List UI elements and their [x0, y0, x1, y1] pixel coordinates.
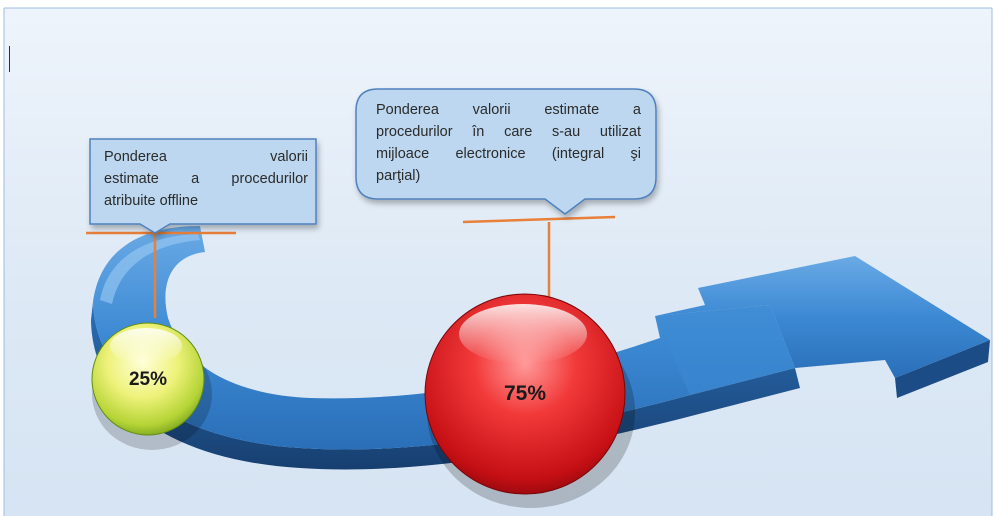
- callout-right-line-4: parţial): [376, 168, 421, 184]
- callout-left-line-1: Ponderea valorii: [104, 149, 308, 165]
- arrow-highlight: [100, 234, 200, 304]
- red-ball: [424, 293, 635, 508]
- callout-right: [355, 88, 657, 215]
- callout-right-text: Ponderea valorii estimate a procedurilor…: [376, 99, 641, 187]
- arrow-head: [655, 256, 990, 378]
- arrow-head-side: [895, 340, 990, 398]
- arrow-head-front: [655, 305, 795, 395]
- callout-left-line-3: atribuite offline: [104, 193, 199, 209]
- callout-right-line-2: procedurilor în care s-au utilizat: [376, 124, 641, 140]
- callout-left-text: Ponderea valorii estimate a procedurilor…: [104, 146, 308, 212]
- callout-left: [89, 138, 317, 234]
- right-connector-bar: [462, 215, 616, 224]
- callout-left-line-2: estimate a procedurilor: [104, 171, 308, 187]
- green-ball: [91, 322, 212, 450]
- right-percentage-label: 75%: [503, 382, 547, 405]
- left-percentage-label: 25%: [128, 369, 168, 390]
- arrow-side: [91, 302, 800, 470]
- callout-right-line-1: Ponderea valorii estimate a: [376, 102, 641, 118]
- callout-right-line-3: mijloace electronice (integral şi: [376, 146, 641, 162]
- text-cursor: [9, 46, 10, 72]
